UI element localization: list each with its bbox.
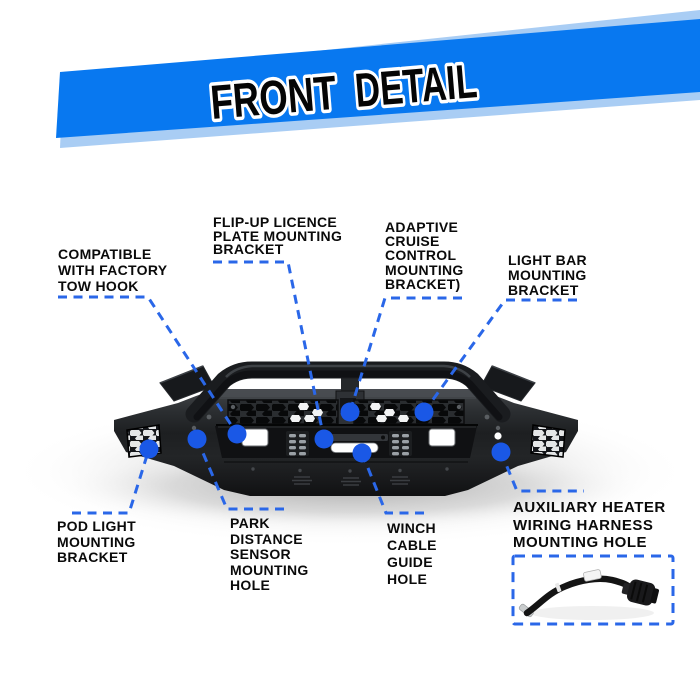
label-line: LIGHT BAR	[508, 252, 587, 268]
body-bolts	[191, 404, 501, 431]
callout-label-park-distance-sensor: PARK DISTANCE SENSOR MOUNTING HOLE	[230, 515, 309, 594]
callout-label-factory-tow-hook: COMPATIBLE WITH FACTORY TOW HOOK	[58, 246, 167, 294]
label-line: CONTROL	[385, 247, 457, 264]
banner-word-detail: DETAIL	[353, 55, 479, 118]
harness-connector	[621, 579, 660, 606]
label-line: MOUNTING HOLE	[513, 534, 647, 551]
wiring-harness-illustration	[518, 569, 660, 620]
callout-dot-adaptive-cruise-control	[340, 402, 360, 422]
callout-label-adaptive-cruise-control: ADAPTIVE CRUISE CONTROL MOUNTING BRACKET…	[385, 220, 464, 291]
label-line: CABLE	[387, 537, 437, 553]
bumper-illustration	[114, 361, 578, 496]
skid-plate-vents	[292, 476, 410, 486]
callout-dot-park-distance-sensor	[187, 429, 207, 449]
banner-ribbon	[56, 19, 700, 138]
label-line: BRACKET)	[385, 275, 461, 292]
callout-line-pod-light	[72, 448, 151, 515]
label-line: CRUISE	[385, 233, 440, 250]
label-line: DISTANCE	[230, 530, 303, 547]
label-line: FLIP-UP LICENCE	[213, 214, 338, 230]
callout-lines	[58, 260, 584, 515]
winch-fairlead-bar	[322, 434, 388, 441]
bull-bar-hoop	[159, 361, 536, 423]
label-line: MOUNTING	[57, 533, 136, 550]
harness-clip	[583, 569, 602, 582]
right-wing-mesh	[530, 424, 566, 458]
callout-label-auxiliary-heater: AUXILIARY HEATER WIRING HARNESS MOUNTING…	[513, 499, 666, 552]
gill-vents	[286, 431, 412, 456]
label-line: WITH FACTORY	[58, 262, 168, 278]
callout-dot-auxiliary-heater	[491, 442, 511, 462]
label-line: BRACKET	[508, 282, 579, 298]
label-line: COMPATIBLE	[58, 246, 152, 262]
label-line: HOLE	[387, 571, 428, 587]
callout-dot-pod-light	[139, 439, 159, 459]
label-line: ADAPTIVE	[385, 219, 459, 235]
callout-dot-light-bar	[414, 402, 434, 422]
label-line: WIRING HARNESS	[513, 516, 654, 534]
harness-tie	[555, 582, 562, 593]
callout-dots	[139, 402, 511, 463]
label-line: AUXILIARY HEATER	[513, 499, 666, 516]
apron-bolts	[251, 467, 449, 473]
label-line: POD LIGHT	[57, 518, 136, 534]
label-line: MOUNTING	[385, 261, 464, 278]
banner-word-front: FRONT	[209, 67, 339, 130]
label-line: MOUNTING	[230, 561, 309, 578]
callout-dot-winch-cable-guide	[352, 443, 372, 463]
aux-harness-hole	[494, 432, 502, 440]
callout-line-winch-cable-guide	[360, 452, 424, 515]
callout-line-park-distance-sensor	[195, 438, 284, 511]
label-line: PARK	[230, 515, 270, 531]
label-line: MOUNTING	[508, 267, 587, 283]
label-line: TOW HOOK	[58, 278, 139, 294]
label-line: BRACKET	[213, 241, 284, 257]
label-line: BRACKET	[57, 549, 128, 565]
harness-photo-frame	[511, 554, 675, 626]
callout-label-pod-light: POD LIGHT MOUNTING BRACKET	[57, 518, 136, 566]
callout-label-winch-cable-guide: WINCH CABLE GUIDE HOLE	[387, 520, 437, 588]
callout-dot-flip-up-licence-plate	[314, 429, 334, 449]
label-line: GUIDE	[387, 554, 433, 570]
title-banner: FRONT DETAIL	[56, 10, 700, 148]
callout-line-adaptive-cruise-control	[348, 296, 462, 413]
label-line: HOLE	[230, 577, 271, 593]
label-line: WINCH	[387, 520, 436, 536]
label-line: SENSOR	[230, 546, 291, 562]
label-line: PLATE MOUNTING	[213, 227, 343, 244]
callout-dot-factory-tow-hook	[227, 424, 247, 444]
right-light-pocket-hole	[428, 428, 456, 447]
licence-plate-bracket-tab	[341, 376, 359, 392]
callout-label-flip-up-licence-plate: FLIP-UP LICENCE PLATE MOUNTING BRACKET	[213, 214, 343, 257]
callout-line-light-bar	[422, 298, 577, 413]
callout-label-light-bar: LIGHT BAR MOUNTING BRACKET	[508, 253, 587, 298]
